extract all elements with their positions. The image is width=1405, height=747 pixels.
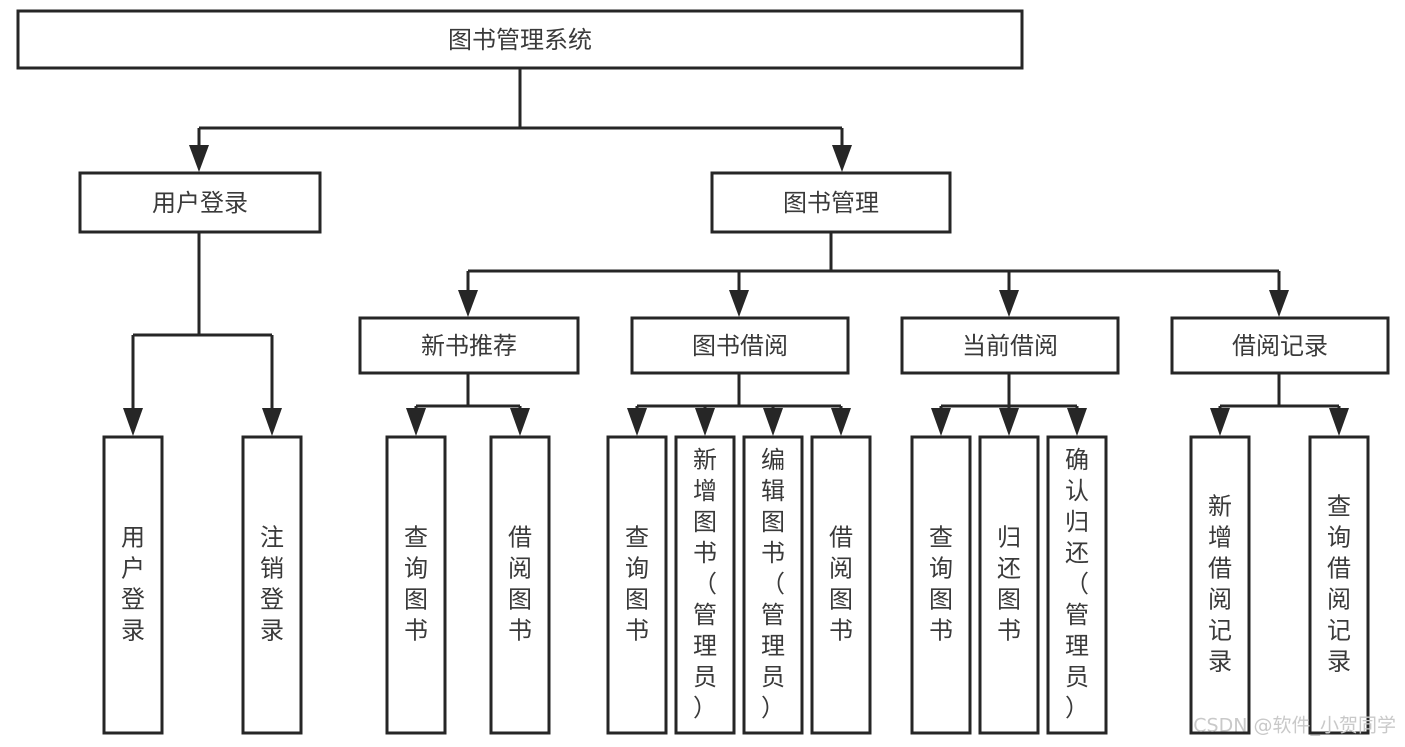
arrow-user-login-leaf-1 <box>123 408 143 436</box>
node-current-borrow-label: 当前借阅 <box>962 332 1058 360</box>
leaf-borrow-record-2-label: 查询借阅记录 <box>1327 493 1351 676</box>
arrow-root-to-user-login <box>189 145 209 172</box>
node-borrow-record[interactable]: 借阅记录 <box>1170 316 1390 375</box>
arrow-new-book-leaf-1 <box>406 408 426 436</box>
leaf-current-borrow-2[interactable]: 归还图书 <box>978 435 1040 735</box>
leaf-borrow-record-2[interactable]: 查询借阅记录 <box>1308 435 1370 735</box>
arrow-borrow-leaf-1 <box>627 408 647 436</box>
leaf-current-borrow-1[interactable]: 查询图书 <box>910 435 972 735</box>
leaf-book-borrow-4-box[interactable] <box>810 435 872 735</box>
leaf-user-login-1-label: 用户登录 <box>121 524 145 645</box>
leaf-book-borrow-3[interactable]: 编辑图书（管理员） <box>742 435 804 735</box>
arrow-record-leaf-1 <box>1210 408 1230 436</box>
node-user-login-label: 用户登录 <box>152 189 248 217</box>
arrow-borrow-leaf-3 <box>763 408 783 436</box>
leaf-user-login-1-box[interactable] <box>102 435 164 735</box>
leaf-book-borrow-1-label: 查询图书 <box>625 524 649 645</box>
arrow-book-mgmt-to-current <box>999 290 1019 317</box>
arrow-book-mgmt-to-new-book <box>458 290 478 317</box>
node-current-borrow-box[interactable] <box>900 316 1120 375</box>
leaf-current-borrow-3-box[interactable] <box>1046 435 1108 735</box>
node-new-book-recommend[interactable]: 新书推荐 <box>358 316 580 375</box>
arrow-book-mgmt-to-record <box>1269 290 1289 317</box>
leaf-book-borrow-3-box[interactable] <box>742 435 804 735</box>
leaf-new-book-2-label: 借阅图书 <box>508 524 532 645</box>
node-book-management[interactable]: 图书管理 <box>710 171 952 234</box>
node-book-borrow-box[interactable] <box>630 316 850 375</box>
leaf-new-book-1[interactable]: 查询图书 <box>385 435 447 735</box>
leaf-borrow-record-1[interactable]: 新增借阅记录 <box>1189 435 1251 735</box>
leaf-borrow-record-1-label: 新增借阅记录 <box>1208 493 1232 676</box>
arrow-current-leaf-1 <box>931 408 951 436</box>
node-user-login-box[interactable] <box>78 171 322 234</box>
leaf-current-borrow-2-box[interactable] <box>978 435 1040 735</box>
node-borrow-record-label: 借阅记录 <box>1232 332 1328 360</box>
node-borrow-record-box[interactable] <box>1170 316 1390 375</box>
arrow-new-book-leaf-2 <box>510 408 530 436</box>
arrow-record-leaf-2 <box>1329 408 1349 436</box>
node-new-book-recommend-box[interactable] <box>358 316 580 375</box>
node-book-management-box[interactable] <box>710 171 952 234</box>
connector-layer <box>123 68 1349 436</box>
leaf-new-book-1-box[interactable] <box>385 435 447 735</box>
leaf-current-borrow-3-label: 确认归还（管理员） <box>1065 446 1089 722</box>
leaf-book-borrow-4[interactable]: 借阅图书 <box>810 435 872 735</box>
leaf-current-borrow-2-label: 归还图书 <box>997 524 1021 645</box>
node-book-borrow-label: 图书借阅 <box>692 332 788 360</box>
node-root-label: 图书管理系统 <box>448 26 592 54</box>
leaf-user-login-1[interactable]: 用户登录 <box>102 435 164 735</box>
leaf-book-borrow-1[interactable]: 查询图书 <box>606 435 668 735</box>
arrow-borrow-leaf-2 <box>695 408 715 436</box>
leaf-new-book-1-label: 查询图书 <box>404 524 428 645</box>
node-root-box[interactable] <box>16 9 1024 70</box>
leaf-book-borrow-3-label: 编辑图书（管理员） <box>761 446 785 722</box>
leaf-current-borrow-1-label: 查询图书 <box>929 524 953 645</box>
node-current-borrow[interactable]: 当前借阅 <box>900 316 1120 375</box>
leaf-book-borrow-4-label: 借阅图书 <box>829 524 853 645</box>
leaf-book-borrow-2-box[interactable] <box>674 435 736 735</box>
leaf-new-book-2-box[interactable] <box>489 435 551 735</box>
arrow-book-mgmt-to-borrow <box>729 290 749 317</box>
arrow-current-leaf-2 <box>999 408 1019 436</box>
leaf-borrow-record-2-box[interactable] <box>1308 435 1370 735</box>
arrow-current-leaf-3 <box>1067 408 1087 436</box>
leaf-new-book-2[interactable]: 借阅图书 <box>489 435 551 735</box>
leaf-user-login-2-box[interactable] <box>241 435 303 735</box>
leaf-book-borrow-1-box[interactable] <box>606 435 668 735</box>
leaf-current-borrow-1-box[interactable] <box>910 435 972 735</box>
node-book-borrow[interactable]: 图书借阅 <box>630 316 850 375</box>
node-new-book-recommend-label: 新书推荐 <box>421 332 517 360</box>
node-root[interactable]: 图书管理系统 <box>16 9 1024 70</box>
arrow-borrow-leaf-4 <box>831 408 851 436</box>
arrow-root-to-book-mgmt <box>832 145 852 172</box>
leaf-user-login-2-label: 注销登录 <box>260 524 284 645</box>
node-book-management-label: 图书管理 <box>783 189 879 217</box>
leaf-book-borrow-2-label: 新增图书（管理员） <box>693 446 717 722</box>
leaf-book-borrow-2[interactable]: 新增图书（管理员） <box>674 435 736 735</box>
csdn-watermark: CSDN @软件_小贺同学 <box>1193 715 1396 737</box>
leaf-borrow-record-1-box[interactable] <box>1189 435 1251 735</box>
leaf-current-borrow-3[interactable]: 确认归还（管理员） <box>1046 435 1108 735</box>
arrow-user-login-leaf-2 <box>262 408 282 436</box>
node-user-login[interactable]: 用户登录 <box>78 171 322 234</box>
leaf-user-login-2[interactable]: 注销登录 <box>241 435 303 735</box>
